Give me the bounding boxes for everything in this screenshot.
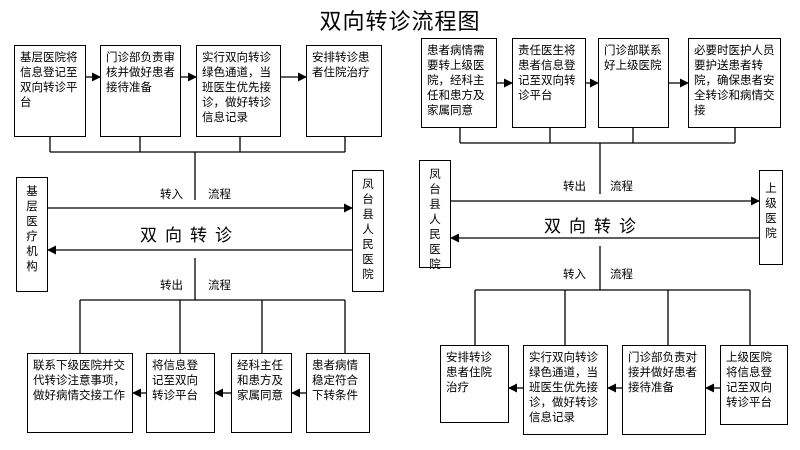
left-bottom-step-2: 将信息登记至双向转诊平台 <box>146 353 215 433</box>
left-county-hospital-label: 凤台县人民医院 <box>362 177 374 281</box>
left-top-step-4: 安排转诊患者住院治疗 <box>306 45 382 137</box>
right-lower-process-label: 流程 <box>610 267 633 281</box>
right-upper-direction-label: 转出 <box>563 179 586 193</box>
left-lower-process-label: 流程 <box>208 278 231 292</box>
right-top-step-4: 必要时医护人员要护送患者转院，确保患者安全转诊和病情交接 <box>688 38 781 128</box>
right-top-step-1: 患者病情需要转上级医院，经科主任和患方及家属同意 <box>421 38 497 128</box>
left-upper-direction-label: 转入 <box>160 187 183 201</box>
left-upper-process-label: 流程 <box>208 187 231 201</box>
page-title: 双向转诊流程图 <box>319 10 481 35</box>
right-bottom-step-2: 实行双向转诊绿色通道，当班医生优先接诊，做好转诊信息记录 <box>523 345 608 435</box>
left-bottom-step-3: 经科主任和患方及家属同意 <box>231 353 292 433</box>
left-bottom-step-1: 联系下级医院并交代转诊注意事项，做好病情交接工作 <box>27 353 133 433</box>
right-county-hospital-label: 凤台县人民医院 <box>429 167 441 271</box>
right-bottom-step-1: 安排转诊患者住院治疗 <box>440 345 509 423</box>
left-primary-care-node: 基层医疗机构 <box>16 177 48 292</box>
right-superior-hospital-label: 上级医院 <box>765 181 777 240</box>
left-bottom-step-4: 患者病情稳定符合下转条件 <box>306 353 370 433</box>
right-superior-hospital-node: 上级医院 <box>759 170 783 265</box>
left-center-label: 双向转诊 <box>140 226 240 246</box>
right-upper-process-label: 流程 <box>610 179 633 193</box>
right-center-label: 双向转诊 <box>544 217 644 237</box>
left-top-step-1: 基层医院将信息登记至双向转诊平台 <box>14 45 86 137</box>
left-top-step-2: 门诊部负责审核并做好患者接待准备 <box>100 45 181 137</box>
right-bottom-step-4: 上级医院将信息登记至双向转诊平台 <box>720 345 788 425</box>
right-top-step-2: 责任医生将患者信息登记至双向转诊平台 <box>512 38 586 128</box>
left-lower-direction-label: 转出 <box>160 278 183 292</box>
left-top-step-3: 实行双向转诊绿色通道，当班医生优先接诊，做好转诊信息记录 <box>196 45 281 137</box>
right-bottom-step-3: 门诊部负责对接并做好患者接待准备 <box>622 345 706 435</box>
right-county-hospital-node: 凤台县人民医院 <box>419 160 451 271</box>
right-lower-direction-label: 转入 <box>563 267 586 281</box>
left-primary-care-label: 基层医疗机构 <box>26 184 38 273</box>
right-top-step-3: 门诊部联系好上级医院 <box>598 38 669 128</box>
left-county-hospital-node: 凤台县人民医院 <box>352 170 384 292</box>
